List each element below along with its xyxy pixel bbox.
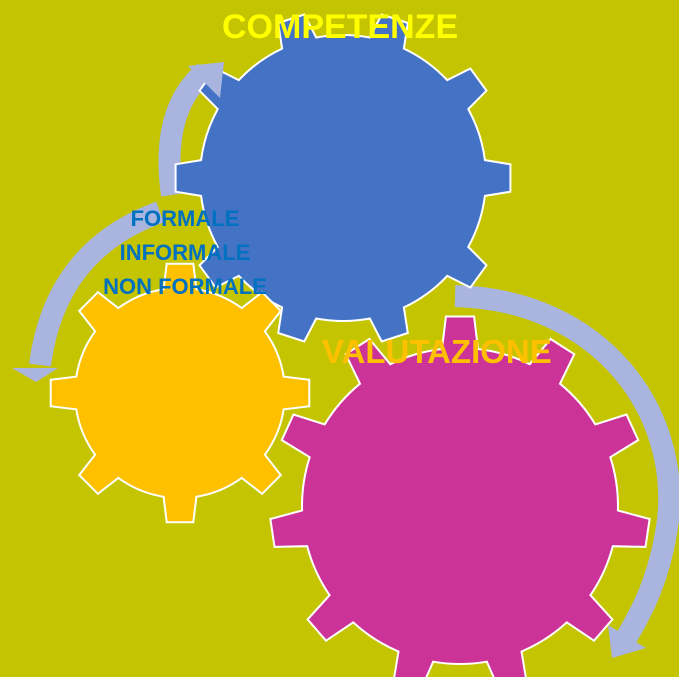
gear-competenze bbox=[174, 13, 512, 343]
cycle-arrows bbox=[29, 63, 679, 646]
arrow-head-left bbox=[12, 368, 58, 382]
gears bbox=[49, 13, 651, 677]
arrow-heads bbox=[12, 62, 646, 658]
arrow-shaft-left bbox=[29, 201, 164, 367]
label-non-formale: NON FORMALE bbox=[103, 274, 267, 299]
arrow-shaft-top bbox=[158, 63, 213, 197]
label-informale: INFORMALE bbox=[119, 240, 251, 265]
label-formale: FORMALE bbox=[130, 206, 240, 231]
arrow-shaft-right bbox=[454, 285, 679, 646]
label-valutazione: VALUTAZIONE bbox=[322, 333, 552, 370]
label-competenze: COMPETENZE bbox=[222, 8, 459, 46]
gear-valutazione bbox=[269, 315, 651, 677]
gear-apprendimento bbox=[49, 262, 311, 524]
arrow-head-right bbox=[608, 625, 646, 658]
arrow-head-top bbox=[188, 62, 224, 98]
label-learning-types: FORMALE INFORMALE NON FORMALE bbox=[90, 202, 280, 304]
